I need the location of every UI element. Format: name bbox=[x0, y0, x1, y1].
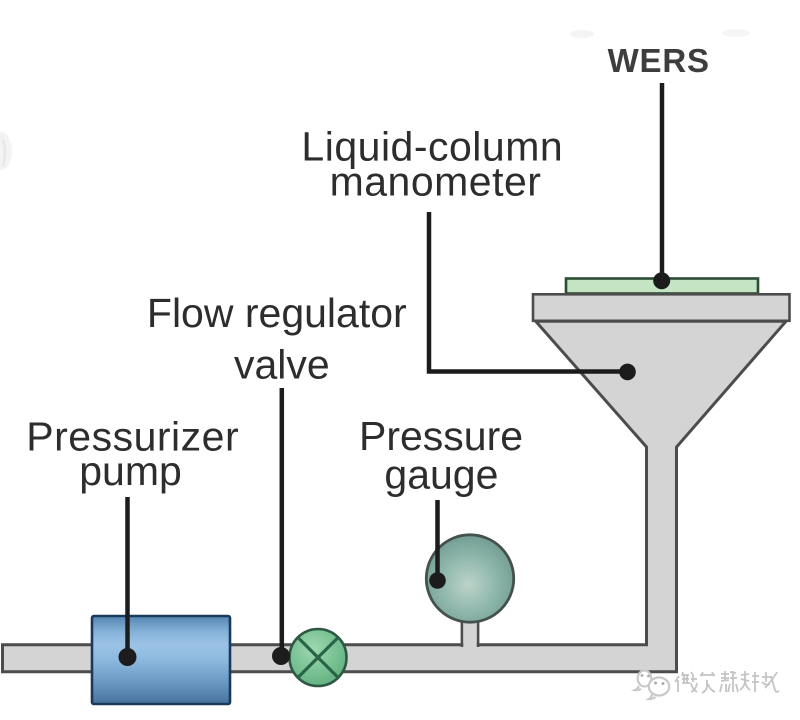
svg-text:pump: pump bbox=[79, 448, 182, 494]
svg-text:Liquid-column: Liquid-column bbox=[301, 123, 563, 169]
svg-text:manometer: manometer bbox=[330, 159, 542, 205]
svg-text:gauge: gauge bbox=[384, 451, 498, 497]
svg-text:valve: valve bbox=[234, 342, 330, 388]
svg-text:Flow regulator: Flow regulator bbox=[147, 290, 407, 336]
svg-text:Pressure: Pressure bbox=[359, 413, 523, 459]
svg-text:Pressurizer: Pressurizer bbox=[26, 414, 239, 460]
svg-text:WERS: WERS bbox=[608, 42, 710, 79]
